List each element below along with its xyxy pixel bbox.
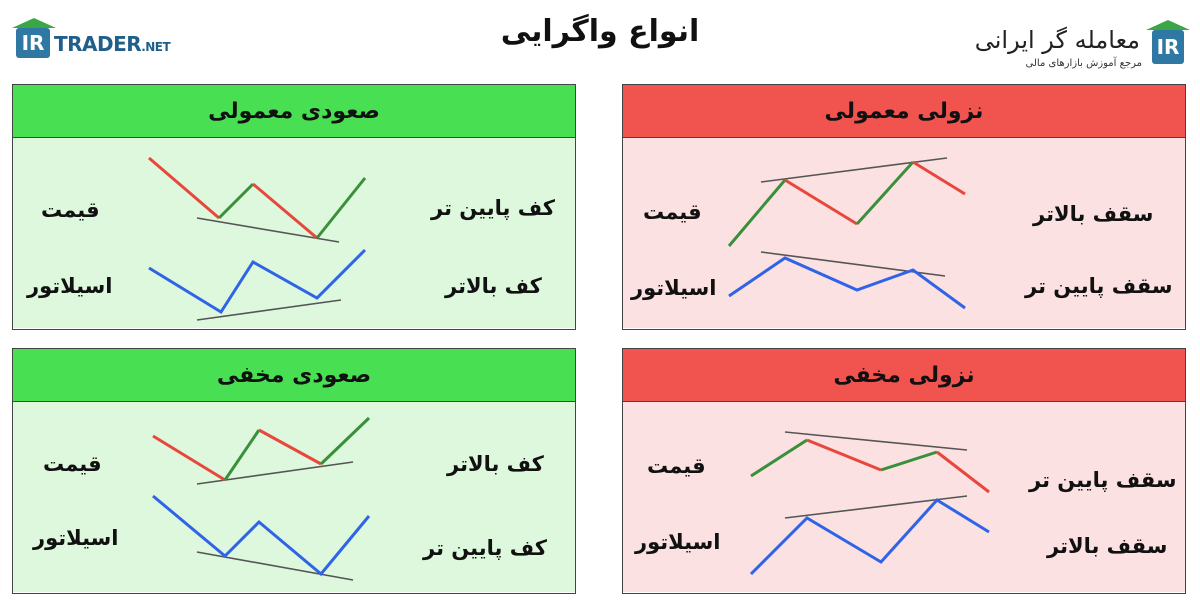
price-leg-up — [750, 438, 808, 478]
price-leg-down — [148, 156, 220, 220]
panel-body: قیمت اسیلاتور کف بالاتر کف پایین تر — [13, 402, 575, 592]
price-leg-up — [217, 182, 255, 220]
divergence-sketch — [749, 431, 990, 576]
panel-title: نزولی مخفی — [623, 349, 1185, 402]
price-leg-down — [806, 438, 882, 472]
osc-trendline — [196, 551, 354, 581]
oscillator-line — [152, 494, 371, 577]
price-leg-down — [912, 160, 966, 196]
price-label: قیمت — [643, 200, 702, 224]
price-leg-up — [223, 429, 261, 481]
osc-trendline — [196, 299, 342, 321]
price-note: کف بالاتر — [447, 452, 544, 476]
panel-body: قیمت اسیلاتور سقف بالاتر سقف پایین تر — [623, 138, 1185, 328]
logo-text: TRADER.NET — [54, 32, 171, 56]
panel-bullish-hidden: صعودی مخفی قیمت اسیلاتور کف بالاتر کف پا… — [12, 348, 576, 594]
price-note: سقف بالاتر — [1033, 202, 1154, 226]
price-label: قیمت — [43, 452, 102, 476]
logo-ir-badge: IR — [16, 28, 50, 58]
graduation-cap-icon — [12, 18, 56, 28]
price-leg-up — [315, 177, 367, 239]
page-title: انواع واگرایی — [500, 14, 700, 49]
price-trendline — [784, 431, 968, 451]
oscillator-note: سقف پایین تر — [1025, 274, 1173, 298]
oscillator-note: کف بالاتر — [445, 274, 542, 298]
price-leg-up — [855, 160, 915, 226]
panel-body: قیمت اسیلاتور کف پایین تر کف بالاتر — [13, 138, 575, 328]
price-note: سقف پایین تر — [1029, 468, 1177, 492]
irtrader-logo: IR TRADER.NET — [12, 18, 172, 68]
price-trendline — [196, 461, 354, 485]
price-note: کف پایین تر — [431, 196, 555, 220]
price-leg-down — [258, 428, 322, 466]
panel-body: قیمت اسیلاتور سقف پایین تر سقف بالاتر — [623, 402, 1185, 592]
price-trendline — [760, 157, 948, 183]
osc-trendline — [784, 495, 968, 519]
panel-title: صعودی مخفی — [13, 349, 575, 402]
logo-name: معامله گر ایرانی — [974, 26, 1140, 54]
price-label: قیمت — [647, 454, 706, 478]
oscillator-label: اسیلاتور — [635, 530, 721, 554]
panel-bullish-regular: صعودی معمولی قیمت اسیلاتور کف پایین تر ک… — [12, 84, 576, 330]
panel-title: نزولی معمولی — [623, 85, 1185, 138]
graduation-cap-icon — [1146, 20, 1190, 30]
oscillator-line — [728, 256, 966, 310]
logo-text-main: TRADER — [54, 32, 142, 56]
oscillator-line — [749, 498, 990, 576]
price-leg-up — [319, 416, 371, 466]
price-leg-up — [880, 450, 938, 472]
panel-bearish-hidden: نزولی مخفی قیمت اسیلاتور سقف پایین تر سق… — [622, 348, 1186, 594]
oscillator-label: اسیلاتور — [33, 526, 119, 550]
logo-ir-badge: IR — [1152, 30, 1184, 64]
panel-title: صعودی معمولی — [13, 85, 575, 138]
oscillator-note: کف پایین تر — [423, 536, 547, 560]
oscillator-line — [148, 248, 367, 315]
logo-text-suffix: .NET — [141, 40, 171, 54]
price-label: قیمت — [41, 198, 100, 222]
oscillator-label: اسیلاتور — [27, 274, 113, 298]
price-leg-down — [252, 182, 318, 240]
divergence-sketch — [148, 156, 367, 321]
divergence-sketch — [152, 416, 371, 581]
oscillator-label: اسیلاتور — [631, 276, 717, 300]
panel-bearish-regular: نزولی معمولی قیمت اسیلاتور سقف بالاتر سق… — [622, 84, 1186, 330]
price-leg-down — [152, 434, 226, 482]
moamelegar-logo: معامله گر ایرانی مرجع آموزش بازارهای مال… — [960, 14, 1190, 74]
divergence-sketch — [727, 157, 966, 310]
price-leg-down — [936, 450, 990, 494]
logo-tagline: مرجع آموزش بازارهای مالی — [1025, 58, 1142, 69]
price-leg-up — [727, 179, 787, 247]
oscillator-note: سقف بالاتر — [1047, 534, 1168, 558]
price-leg-down — [784, 178, 858, 226]
